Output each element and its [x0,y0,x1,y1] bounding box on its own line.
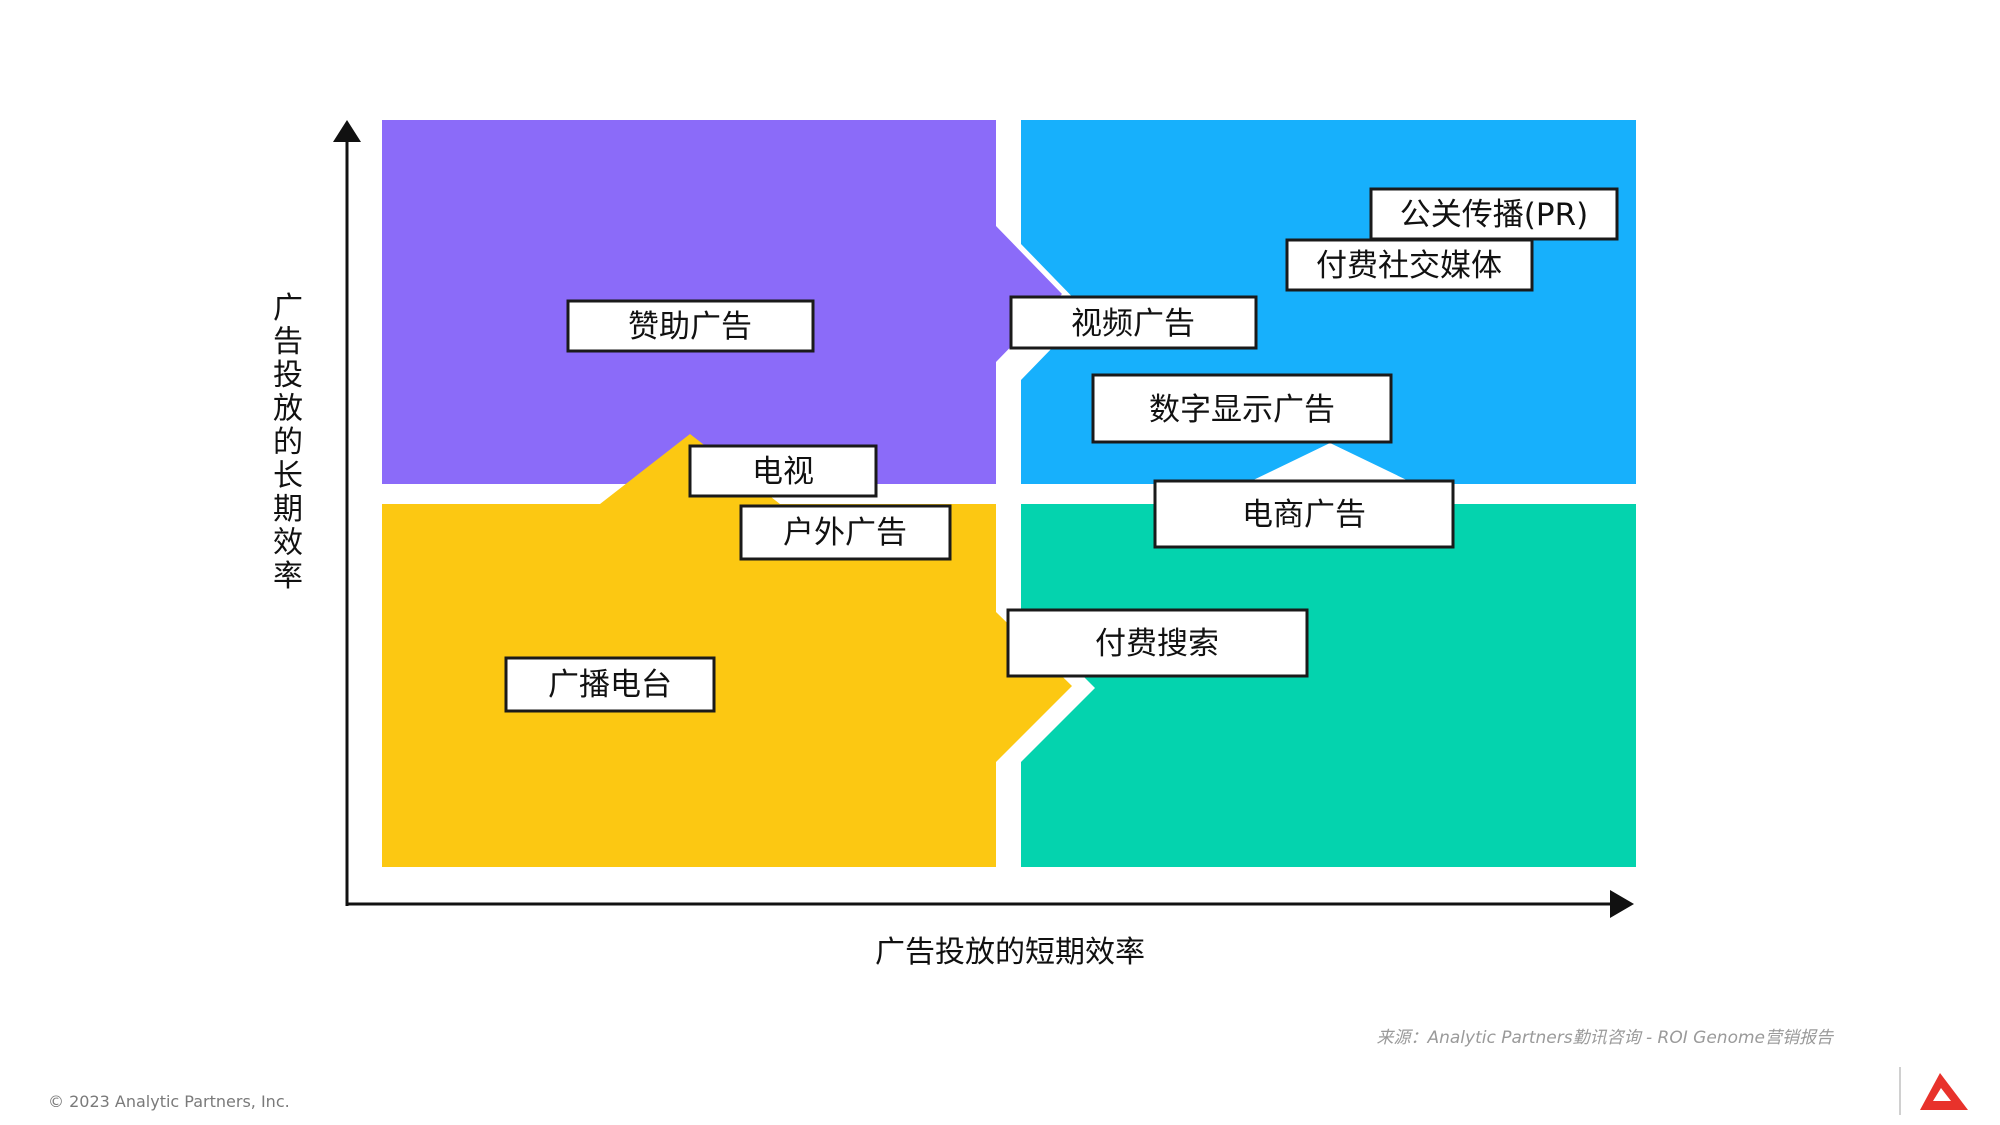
footer-divider [1899,1067,1901,1115]
label-online-video: 视频广告 [1009,295,1258,350]
label-radio: 广播电台 [504,656,716,713]
y-axis-label-char: 投 [273,358,303,393]
svg-text:赞助广告: 赞助广告 [628,309,752,345]
label-pr: 公关传播(PR) [1369,187,1619,241]
quadrant-bottom-right [1021,504,1636,867]
y-axis-label-char: 效 [273,526,303,561]
analytic-partners-logo-icon [1920,1073,1968,1110]
svg-text:付费搜索: 付费搜索 [1095,626,1219,662]
svg-text:视频广告: 视频广告 [1071,306,1195,342]
svg-text:广播电台: 广播电台 [548,667,672,703]
x-axis-label: 广告投放的短期效率 [875,935,1145,970]
y-axis-label-char: 长 [273,459,303,494]
label-paid-search: 付费搜索 [1006,608,1309,678]
y-axis-label-char: 率 [273,559,303,594]
svg-text:公关传播(PR): 公关传播(PR) [1400,197,1588,233]
quadrant-bottom-left [382,434,1072,867]
source-note: 来源：Analytic Partners勤讯咨询 - ROI Genome营销报… [1376,1028,1833,1048]
x-axis-arrow-icon [1610,890,1634,918]
svg-text:数字显示广告: 数字显示广告 [1149,392,1335,428]
y-axis-label-char: 放 [273,392,303,427]
y-axis-label-char: 的 [273,425,303,460]
y-axis-label-char: 告 [273,325,303,360]
svg-text:付费社交媒体: 付费社交媒体 [1316,248,1502,284]
svg-text:户外广告: 户外广告 [783,515,907,551]
label-paid-social: 付费社交媒体 [1285,238,1534,292]
copyright-text: © 2023 Analytic Partners, Inc. [48,1092,290,1111]
label-sponsorship: 赞助广告 [566,299,815,353]
svg-text:电视: 电视 [752,454,814,490]
y-axis-arrow-icon [333,120,361,142]
label-tv: 电视 [688,444,878,498]
y-axis-label-char: 广 [273,291,303,326]
label-outdoor: 户外广告 [739,504,952,561]
label-digital-display: 数字显示广告 [1091,373,1393,444]
label-ecommerce: 电商广告 [1153,479,1455,549]
y-axis-label-char: 期 [273,492,303,527]
svg-text:电商广告: 电商广告 [1242,497,1366,533]
